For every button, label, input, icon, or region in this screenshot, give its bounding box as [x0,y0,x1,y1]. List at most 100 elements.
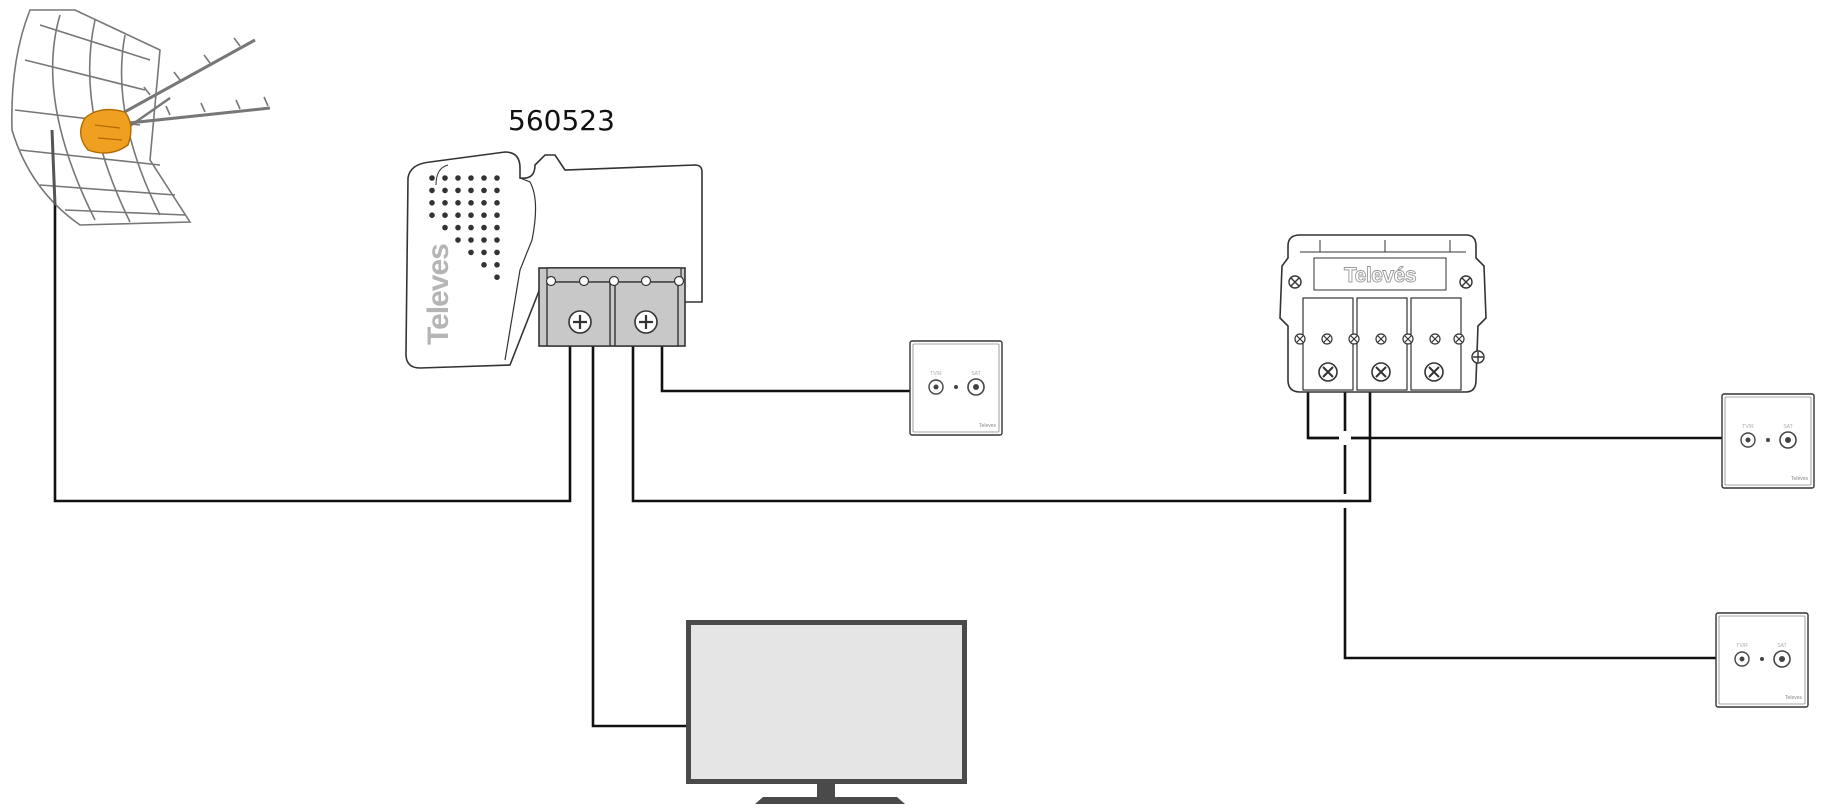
vent-dot [481,175,487,181]
television-icon [686,620,967,804]
amplifier-model-label: 560523 [508,104,615,137]
vent-dot [442,175,448,181]
antenna-boom [109,38,256,122]
vent-dot [455,187,461,194]
outlet-led [1760,657,1764,661]
screw-slot [1431,335,1439,343]
vent-dot [468,237,474,243]
screw-icon [545,275,557,287]
antenna-head-detail [94,124,123,141]
antenna-reflector-outline [11,9,192,226]
vent-dot [455,237,461,243]
sat-port-pin [1779,656,1785,662]
tv-port-label: TV/R [1736,643,1748,649]
screw-slot [1350,335,1358,343]
vent-dot [494,237,500,243]
vent-dot [481,237,487,243]
vent-dot [481,224,487,231]
antenna-icon [11,9,271,226]
amplifier-large-screws [568,310,658,334]
sat-port-label: SAT [971,371,980,377]
splitter-mount-screws [1288,275,1485,364]
splitter-top-ribs [1300,240,1466,253]
vent-dot [429,200,435,206]
antenna-reflector-rib [39,24,151,61]
vent-dot [442,187,448,194]
vent-dot [468,187,474,194]
tv-screen [691,625,962,779]
vent-dot [468,200,474,206]
vent-dot [494,224,500,231]
vent-dot [429,212,435,218]
outlet-inner-edge [1724,396,1812,486]
antenna-reflector-rib [51,14,96,221]
vent-dot [481,212,487,218]
tv-stand-base [755,797,905,804]
vent-dot [455,212,461,218]
tv-stand-neck [817,784,835,797]
antenna-mast [50,129,57,206]
cable-amplifier-to-tv [591,345,690,728]
screw-icon [608,275,620,287]
antenna-reflector-rib [39,184,176,196]
amplifier-front-panel-edge [435,164,449,186]
amplifier-icon: Televes [405,151,703,369]
outlet-brand: Televes [979,423,996,429]
screw-icon [673,275,685,287]
cable-amplifier-to-splitter [631,345,1372,503]
vent-dot [494,175,500,181]
wall-outlet-icon: TV/R SAT Televes [909,340,1003,436]
antenna-director [143,37,241,96]
screw-slot [573,315,653,329]
amplifier-inner-edge [504,177,537,361]
outlet-inner-edge [912,343,1000,433]
vent-dot [494,200,500,206]
vent-dot [468,212,474,218]
vent-dot [481,200,487,206]
outlet-brand: Televes [1791,476,1808,482]
vent-dot [429,187,435,194]
vent-dot [494,249,500,256]
screw-slot [1290,277,1483,362]
antenna-reflector-rib [24,59,146,91]
vent-dot [481,187,487,194]
outlet-led [954,385,958,389]
amplifier-vent-dots [429,175,500,281]
antenna-head [80,108,132,154]
splitter-large-screws [1318,362,1444,382]
tv-port-pin [933,384,939,390]
sat-port-label: SAT [1783,424,1792,430]
outlet-inner-edge [1718,615,1806,705]
splitter-icon: Televés [1279,234,1487,393]
outlet-brand: Televes [1785,695,1802,701]
vent-dot [468,249,474,256]
vent-dot [442,212,448,218]
cable-splitter-to-outlet-3 [1343,392,1717,660]
antenna-director [165,96,269,116]
tv-port-label: TV/R [1742,424,1754,430]
sat-port-pin [1785,437,1791,443]
tv-port-pin [1745,437,1751,443]
antenna-reflector-rib [19,149,161,166]
vent-dot [494,262,500,268]
vent-dot [442,224,448,231]
screw-slot [1322,366,1440,378]
vent-dot [481,262,487,268]
cable-crossing-bridges [1308,436,1370,503]
tv-port-label: TV/R [930,371,942,377]
vent-dot [455,224,461,231]
splitter-brand: Televés [1344,264,1416,287]
screw-slot [1404,335,1412,343]
vent-dot [455,200,461,206]
vent-dot [494,187,500,194]
crossing-gap-1 [1339,431,1351,445]
vent-dot [442,200,448,206]
vent-dot [429,175,435,181]
vent-dot [481,249,487,256]
screw-slot [1455,335,1463,343]
screw-slot [1377,335,1385,343]
amplifier-brand: Televes [422,244,455,345]
screw-icon [640,275,652,287]
